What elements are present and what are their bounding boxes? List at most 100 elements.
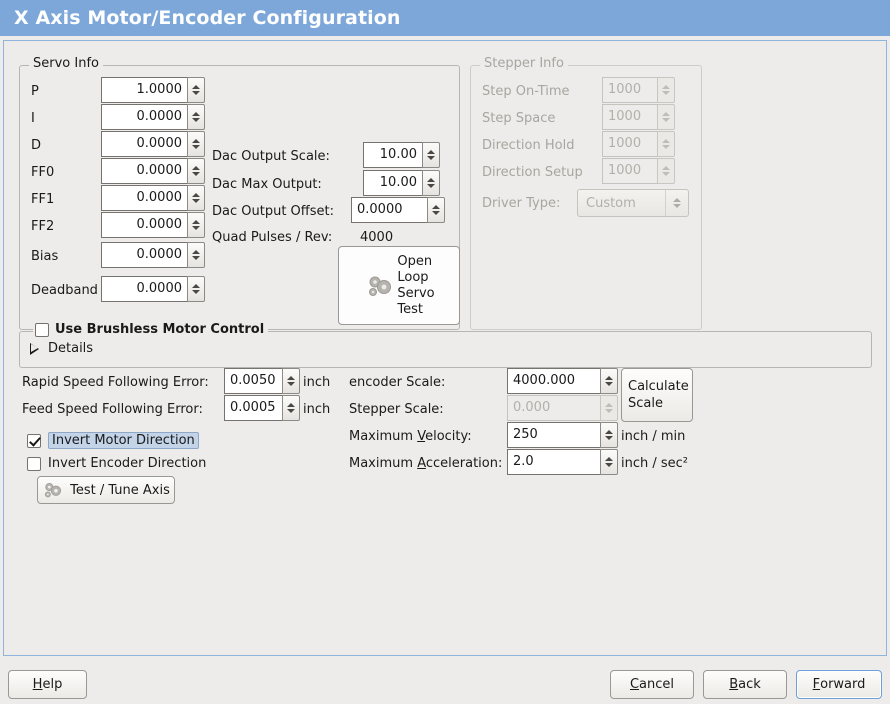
maximum-acceleration-mnemonic: A xyxy=(417,456,426,471)
dac-max-output-value[interactable]: 10.00 xyxy=(363,170,422,196)
step-space-value: 1000 xyxy=(602,104,657,130)
maximum-velocity-buttons[interactable] xyxy=(600,422,618,448)
dac-output-scale-value[interactable]: 10.00 xyxy=(363,142,422,168)
dac-output-scale-spin[interactable]: 10.00 xyxy=(363,142,440,168)
test-tune-axis-button[interactable]: Test / Tune Axis xyxy=(37,476,175,504)
servo-value-d[interactable]: 0.0000 xyxy=(101,131,187,157)
servo-spin-ff2[interactable]: 0.0000 xyxy=(101,212,205,238)
rapid-following-error-buttons[interactable] xyxy=(282,368,300,394)
servo-spin-ff1[interactable]: 0.0000 xyxy=(101,185,205,211)
feed-following-error-unit: inch xyxy=(303,402,331,417)
invert-encoder-direction-row[interactable]: Invert Encoder Direction xyxy=(27,456,206,471)
rapid-following-error-value[interactable]: 0.0050 xyxy=(224,368,282,394)
maximum-velocity-label-post: elocity: xyxy=(425,429,472,444)
dac-output-scale-buttons[interactable] xyxy=(422,142,440,168)
use-brushless-motor-control-checkbox[interactable] xyxy=(35,323,49,337)
chevron-right-icon[interactable] xyxy=(30,342,39,355)
open-loop-servo-test-button[interactable]: Open Loop Servo Test xyxy=(338,246,460,325)
servo-spin-bias[interactable]: 0.0000 xyxy=(101,242,205,268)
servo-spin-i-buttons[interactable] xyxy=(187,104,205,130)
cancel-label: ancel xyxy=(639,677,675,692)
servo-value-ff2[interactable]: 0.0000 xyxy=(101,212,187,238)
chevron-updown-icon xyxy=(665,190,688,216)
servo-spin-deadband[interactable]: 0.0000 xyxy=(101,276,205,302)
servo-value-p[interactable]: 1.0000 xyxy=(101,77,187,103)
details-expander[interactable]: Details xyxy=(30,341,93,356)
dac-max-output-spin[interactable]: 10.00 xyxy=(363,170,440,196)
open-loop-line-4: Test xyxy=(397,301,423,317)
cancel-mnemonic: C xyxy=(629,677,640,692)
step-space-spin: 1000 xyxy=(602,104,675,130)
step-space-buttons xyxy=(657,104,675,130)
servo-spin-ff1-buttons[interactable] xyxy=(187,185,205,211)
dac-max-output-buttons[interactable] xyxy=(422,170,440,196)
servo-value-ff1[interactable]: 0.0000 xyxy=(101,185,187,211)
stepper-scale-value: 0.000 xyxy=(507,395,600,421)
direction-hold-buttons xyxy=(657,131,675,157)
invert-encoder-direction-checkbox[interactable] xyxy=(27,456,41,471)
maximum-acceleration-label-pre: Maximum xyxy=(349,456,418,471)
maximum-acceleration-value[interactable]: 2.0 xyxy=(507,449,600,475)
servo-spin-d-buttons[interactable] xyxy=(187,131,205,157)
servo-spin-ff0[interactable]: 0.0000 xyxy=(101,158,205,184)
servo-spin-deadband-buttons[interactable] xyxy=(187,276,205,302)
feed-following-error-spin[interactable]: 0.0005 xyxy=(224,395,300,421)
servo-value-ff0[interactable]: 0.0000 xyxy=(101,158,187,184)
servo-spin-p-buttons[interactable] xyxy=(187,77,205,103)
invert-motor-direction-checkbox[interactable] xyxy=(27,433,41,448)
forward-mnemonic: F xyxy=(812,677,821,692)
servo-spin-i[interactable]: 0.0000 xyxy=(101,104,205,130)
rapid-following-error-label: Rapid Speed Following Error: xyxy=(22,375,209,390)
window-title: X Axis Motor/Encoder Configuration xyxy=(14,7,401,29)
direction-hold-spin: 1000 xyxy=(602,131,675,157)
encoder-scale-value[interactable]: 4000.000 xyxy=(507,368,600,394)
encoder-scale-spin[interactable]: 4000.000 xyxy=(507,368,618,394)
maximum-velocity-unit: inch / min xyxy=(621,429,686,444)
rapid-following-error-spin[interactable]: 0.0050 xyxy=(224,368,300,394)
maximum-acceleration-spin[interactable]: 2.0 xyxy=(507,449,618,475)
servo-label-bias: Bias xyxy=(31,249,59,264)
help-mnemonic: H xyxy=(32,677,43,692)
feed-following-error-label: Feed Speed Following Error: xyxy=(22,402,203,417)
dac-output-offset-label: Dac Output Offset: xyxy=(212,204,334,219)
maximum-acceleration-unit: inch / sec² xyxy=(621,456,689,471)
servo-value-bias[interactable]: 0.0000 xyxy=(101,242,187,268)
servo-spin-p[interactable]: 1.0000 xyxy=(101,77,205,103)
servo-spin-d[interactable]: 0.0000 xyxy=(101,131,205,157)
maximum-velocity-label-pre: Maximum xyxy=(349,429,418,444)
invert-motor-direction-row[interactable]: Invert Motor Direction xyxy=(27,432,199,449)
maximum-acceleration-buttons[interactable] xyxy=(600,449,618,475)
details-label: Details xyxy=(48,341,94,356)
brushless-motor-group: Use Brushless Motor Control Details xyxy=(19,323,872,368)
maximum-velocity-value[interactable]: 250 xyxy=(507,422,600,448)
servo-spin-bias-buttons[interactable] xyxy=(187,242,205,268)
servo-label-p: P xyxy=(31,84,39,99)
calculate-scale-line-1: Calculate xyxy=(628,379,689,394)
servo-value-deadband[interactable]: 0.0000 xyxy=(101,276,187,302)
step-on-time-buttons xyxy=(657,77,675,103)
servo-label-ff0: FF0 xyxy=(31,165,55,180)
feed-following-error-buttons[interactable] xyxy=(282,395,300,421)
back-label: ack xyxy=(738,677,761,692)
calculate-scale-line-2: Scale xyxy=(628,396,663,411)
dac-output-offset-spin[interactable]: 0.0000 xyxy=(351,197,445,223)
encoder-scale-buttons[interactable] xyxy=(600,368,618,394)
direction-setup-buttons xyxy=(657,158,675,184)
servo-value-i[interactable]: 0.0000 xyxy=(101,104,187,130)
dac-max-output-label: Dac Max Output: xyxy=(212,177,322,192)
maximum-velocity-spin[interactable]: 250 xyxy=(507,422,618,448)
calculate-scale-button[interactable]: Calculate Scale xyxy=(621,368,693,422)
dac-output-offset-value[interactable]: 0.0000 xyxy=(351,197,427,223)
dac-output-offset-buttons[interactable] xyxy=(427,197,445,223)
servo-label-ff1: FF1 xyxy=(31,192,55,207)
servo-spin-ff0-buttons[interactable] xyxy=(187,158,205,184)
direction-hold-value: 1000 xyxy=(602,131,657,157)
open-loop-line-3: Servo xyxy=(397,285,435,301)
feed-following-error-value[interactable]: 0.0005 xyxy=(224,395,282,421)
servo-spin-ff2-buttons[interactable] xyxy=(187,212,205,238)
